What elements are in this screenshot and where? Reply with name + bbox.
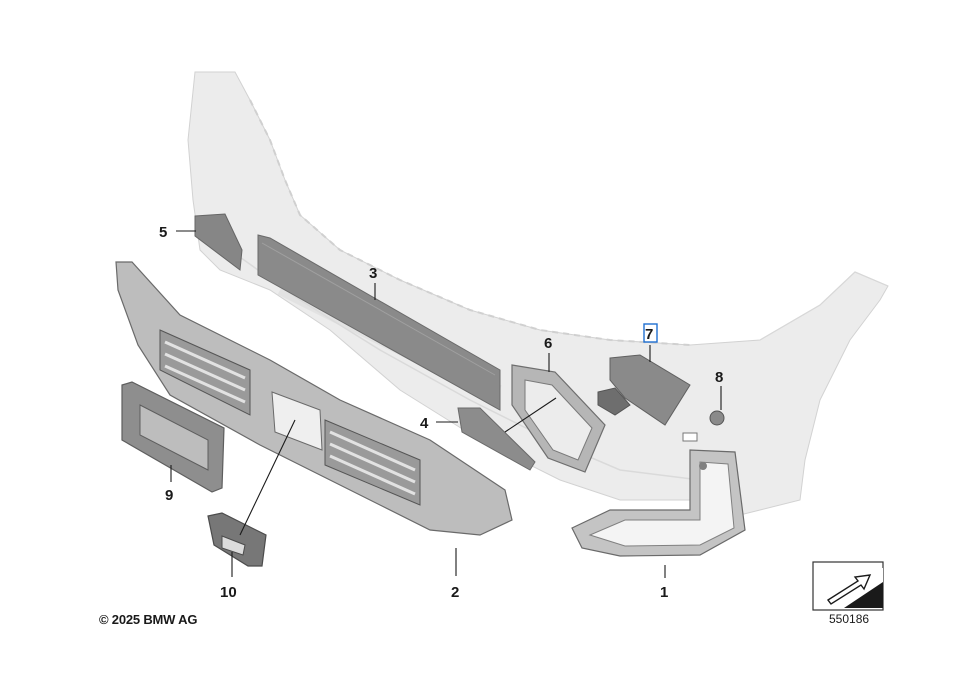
selected-callout-highlight: [643, 323, 658, 343]
diagram-reference-number: 550186: [829, 612, 870, 626]
part-9-plate-holder[interactable]: [121, 381, 225, 493]
part-4-small-cover[interactable]: [457, 407, 536, 471]
callout-8[interactable]: 8: [715, 369, 723, 386]
part-1-fog-frame[interactable]: [571, 449, 746, 557]
part-5-left-strip[interactable]: [194, 213, 243, 271]
part-10-small-bracket[interactable]: [207, 512, 267, 567]
callout-4[interactable]: 4: [420, 415, 429, 432]
part-7-bracket[interactable]: [597, 354, 691, 426]
part-8-clip[interactable]: [682, 410, 725, 442]
callout-2[interactable]: 2: [451, 584, 459, 601]
callout-5[interactable]: 5: [159, 224, 167, 241]
copyright-text: © 2025 BMW AG: [99, 612, 198, 627]
part-3-center-strip[interactable]: [257, 234, 501, 411]
callout-10[interactable]: 10: [220, 584, 237, 601]
callouts: 1 2 3 4 5 6 7 8 9 10: [159, 224, 723, 601]
arrow-view-icon: [812, 561, 884, 611]
callout-3[interactable]: 3: [369, 265, 377, 282]
callout-1[interactable]: 1: [660, 584, 668, 601]
callout-6[interactable]: 6: [544, 335, 552, 352]
part-6-frame[interactable]: [511, 364, 606, 473]
callout-9[interactable]: 9: [165, 487, 173, 504]
part-2-lower-grille[interactable]: [115, 261, 513, 536]
callout-7[interactable]: 7: [645, 326, 653, 343]
leader-lines: [170, 230, 722, 578]
